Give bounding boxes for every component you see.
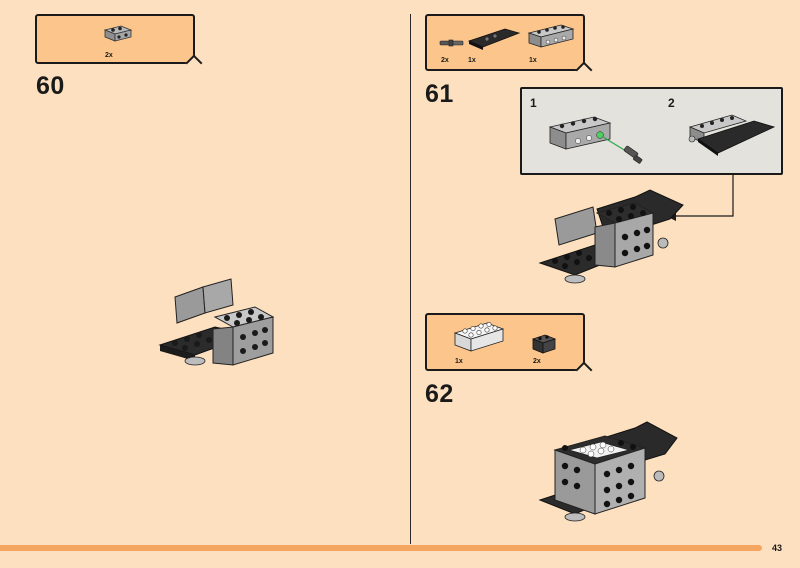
parts-box-step-62: 1x 2x [425, 313, 585, 371]
black-slope-icon [467, 28, 521, 50]
substep-1-illustration [548, 116, 643, 164]
dark-bracket-icon [531, 334, 557, 354]
step-number: 61 [425, 80, 454, 108]
step-60-assembly [158, 278, 275, 366]
part-qty: 2x [105, 52, 113, 59]
substep-callout: 1 2 [520, 87, 783, 175]
step-61-assembly [538, 189, 684, 284]
gray-technic-brick-icon [527, 24, 575, 48]
pin-icon [439, 39, 464, 47]
part-qty: 2x [441, 57, 449, 64]
part-qty: 1x [468, 57, 476, 64]
step-62-assembly [538, 421, 678, 522]
footer-bar [0, 545, 762, 551]
parts-box-step-61: 2x 1x 1x [425, 14, 585, 71]
step-number: 62 [425, 380, 454, 408]
page-number: 43 [772, 543, 783, 553]
step-number: 60 [36, 72, 65, 100]
page-divider [410, 14, 411, 544]
substep-label: 2 [668, 96, 675, 110]
substep-2-illustration [688, 114, 776, 156]
parts-box-step-60: 2x [35, 14, 195, 64]
gray-bracket-icon [103, 25, 133, 42]
part-qty: 1x [455, 358, 463, 365]
white-brick-icon [453, 321, 505, 352]
substep-label: 1 [530, 96, 537, 110]
part-qty: 2x [533, 358, 541, 365]
part-qty: 1x [529, 57, 537, 64]
